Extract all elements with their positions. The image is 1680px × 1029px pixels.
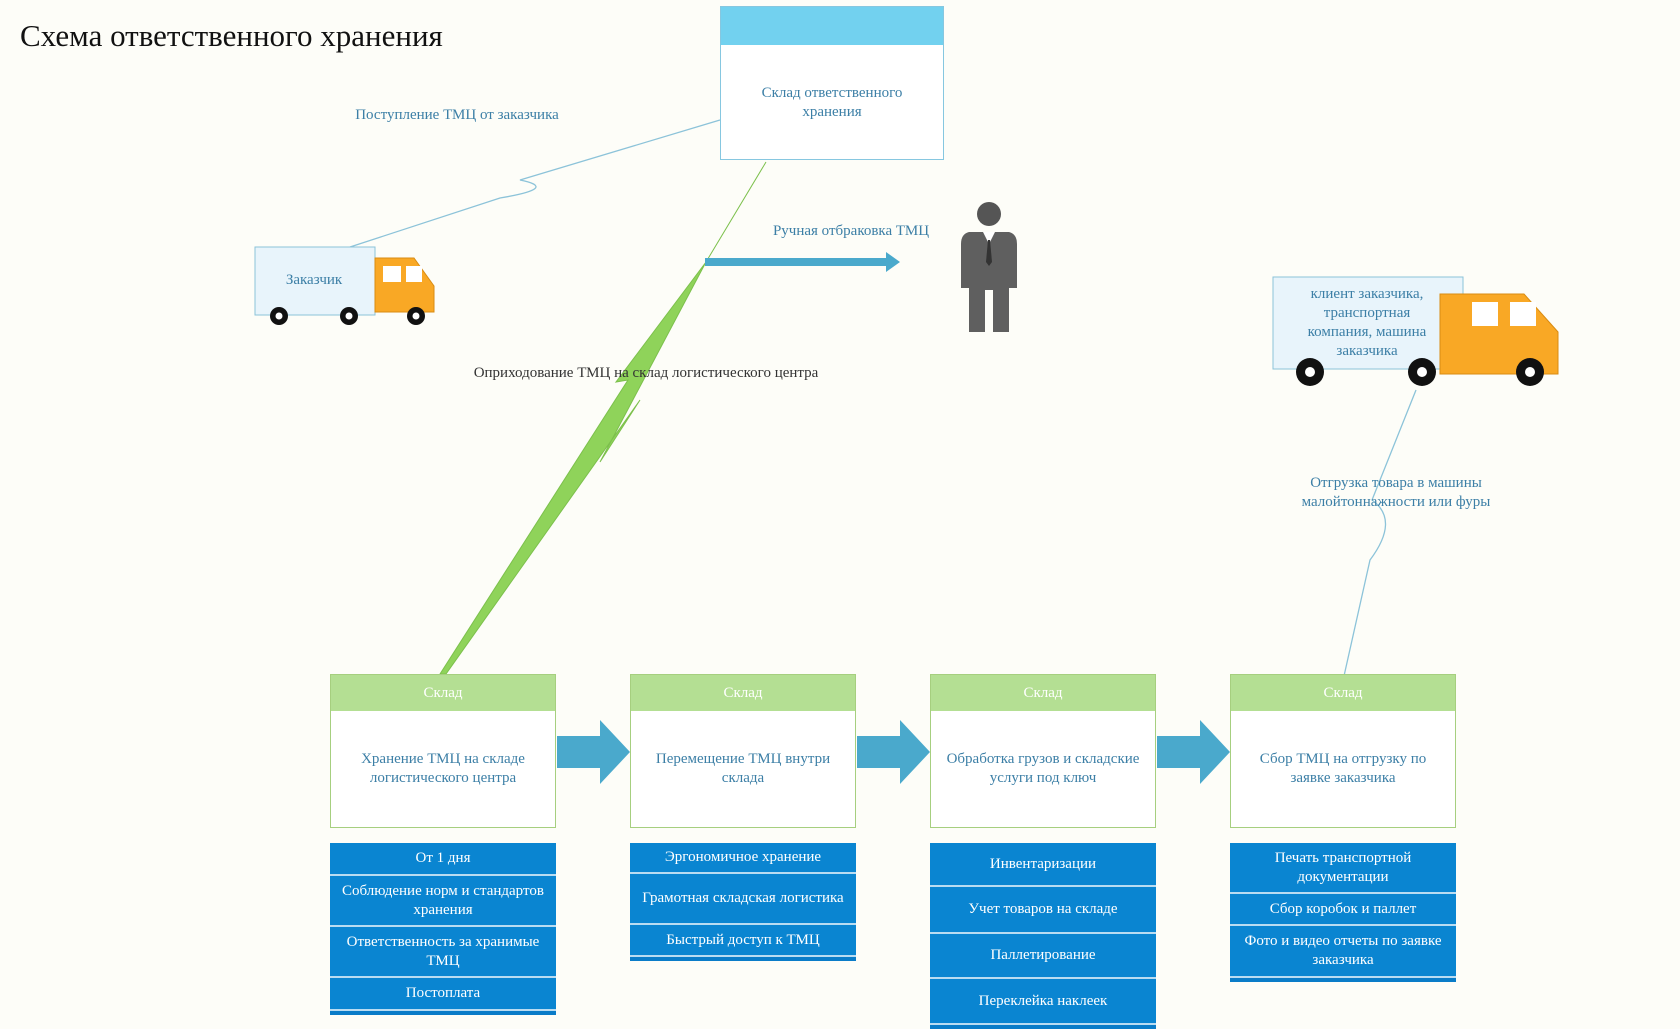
feature-item: Инвентаризации <box>930 843 1156 887</box>
feature-item: Переклейка наклеек <box>930 979 1156 1025</box>
feature-item: Ответственность за хранимые ТМЦ <box>330 927 556 978</box>
client-truck-icon <box>1272 276 1559 386</box>
feature-item: Печать транспортной документации <box>1230 843 1456 894</box>
page-title: Схема ответственного хранения <box>20 18 443 53</box>
customer-truck: Заказчик <box>254 246 438 326</box>
stage-box: Склад Обработка грузов и складские услуг… <box>930 674 1156 828</box>
feature-item: Фото и видео отчеты по заявке заказчика <box>1230 926 1456 978</box>
stage-text: Хранение ТМЦ на складе логистического це… <box>361 751 525 786</box>
stage-moving: Склад Перемещение ТМЦ внутри склада Эрго… <box>630 674 856 961</box>
stage-header: Склад <box>931 675 1155 711</box>
shipment-label: Отгрузка товара в машины малойтоннажност… <box>1301 475 1491 510</box>
flow-arrow-icon <box>1157 720 1230 784</box>
client-truck-label: клиент заказчика, транспортная компания,… <box>1307 286 1427 359</box>
customer-truck-icon <box>254 246 435 325</box>
stage-text: Сбор ТМЦ на отгрузку по заявке заказчика <box>1259 751 1427 786</box>
feature-list: Эргономичное хранение Грамотная складска… <box>630 843 856 961</box>
intake-connector <box>349 119 721 248</box>
customer-truck-label: Заказчик <box>285 271 343 288</box>
shipment-connector <box>1343 389 1417 677</box>
stage-header: Склад <box>1231 675 1455 711</box>
feature-item: Эргономичное хранение <box>630 843 856 874</box>
feature-list: Печать транспортной документации Сбор ко… <box>1230 843 1456 982</box>
feature-list: От 1 дня Соблюдение норм и стандартов хр… <box>330 843 556 1015</box>
feature-item: Сбор коробок и паллет <box>1230 894 1456 926</box>
feature-item: От 1 дня <box>330 843 556 876</box>
feature-list: Инвентаризации Учет товаров на складе Па… <box>930 843 1156 1029</box>
stage-header: Склад <box>331 675 555 711</box>
stage-header: Склад <box>631 675 855 711</box>
posting-label: Оприходование ТМЦ на склад логистическог… <box>473 365 819 381</box>
intake-label: Поступление ТМЦ от заказчика <box>355 107 559 123</box>
feature-item: Учет товаров на складе <box>930 887 1156 934</box>
manual-sorting-arrow <box>705 252 900 272</box>
stage-text: Перемещение ТМЦ внутри склада <box>655 751 831 786</box>
stage-storage: Склад Хранение ТМЦ на складе логистическ… <box>330 674 556 1015</box>
stage-box: Склад Перемещение ТМЦ внутри склада <box>630 674 856 828</box>
flow-arrow-icon <box>557 720 630 784</box>
feature-item: Соблюдение норм и стандартов хранения <box>330 876 556 927</box>
stage-text: Обработка грузов и складские услуги под … <box>946 751 1140 786</box>
feature-item: Грамотная складская логистика <box>630 874 856 925</box>
feature-item: Постоплата <box>330 978 556 1011</box>
stage-box: Склад Хранение ТМЦ на складе логистическ… <box>330 674 556 828</box>
feature-item: Быстрый доступ к ТМЦ <box>630 925 856 957</box>
lightning-connector-icon <box>439 161 767 675</box>
client-truck: клиент заказчика, транспортная компания,… <box>1272 276 1562 388</box>
flow-arrow-icon <box>857 720 930 784</box>
person-icon <box>961 202 1017 332</box>
stage-box: Склад Сбор ТМЦ на отгрузку по заявке зак… <box>1230 674 1456 828</box>
stage-shipping: Склад Сбор ТМЦ на отгрузку по заявке зак… <box>1230 674 1456 982</box>
warehouse-box: Склад ответственного хранения <box>720 6 944 160</box>
feature-item: Паллетирование <box>930 934 1156 979</box>
warehouse-caption: Склад ответственного хранения <box>761 85 903 120</box>
warehouse-box-cap <box>721 7 943 45</box>
stage-processing: Склад Обработка грузов и складские услуг… <box>930 674 1156 1029</box>
manual-sorting-label: Ручная отбраковка ТМЦ <box>772 223 930 239</box>
